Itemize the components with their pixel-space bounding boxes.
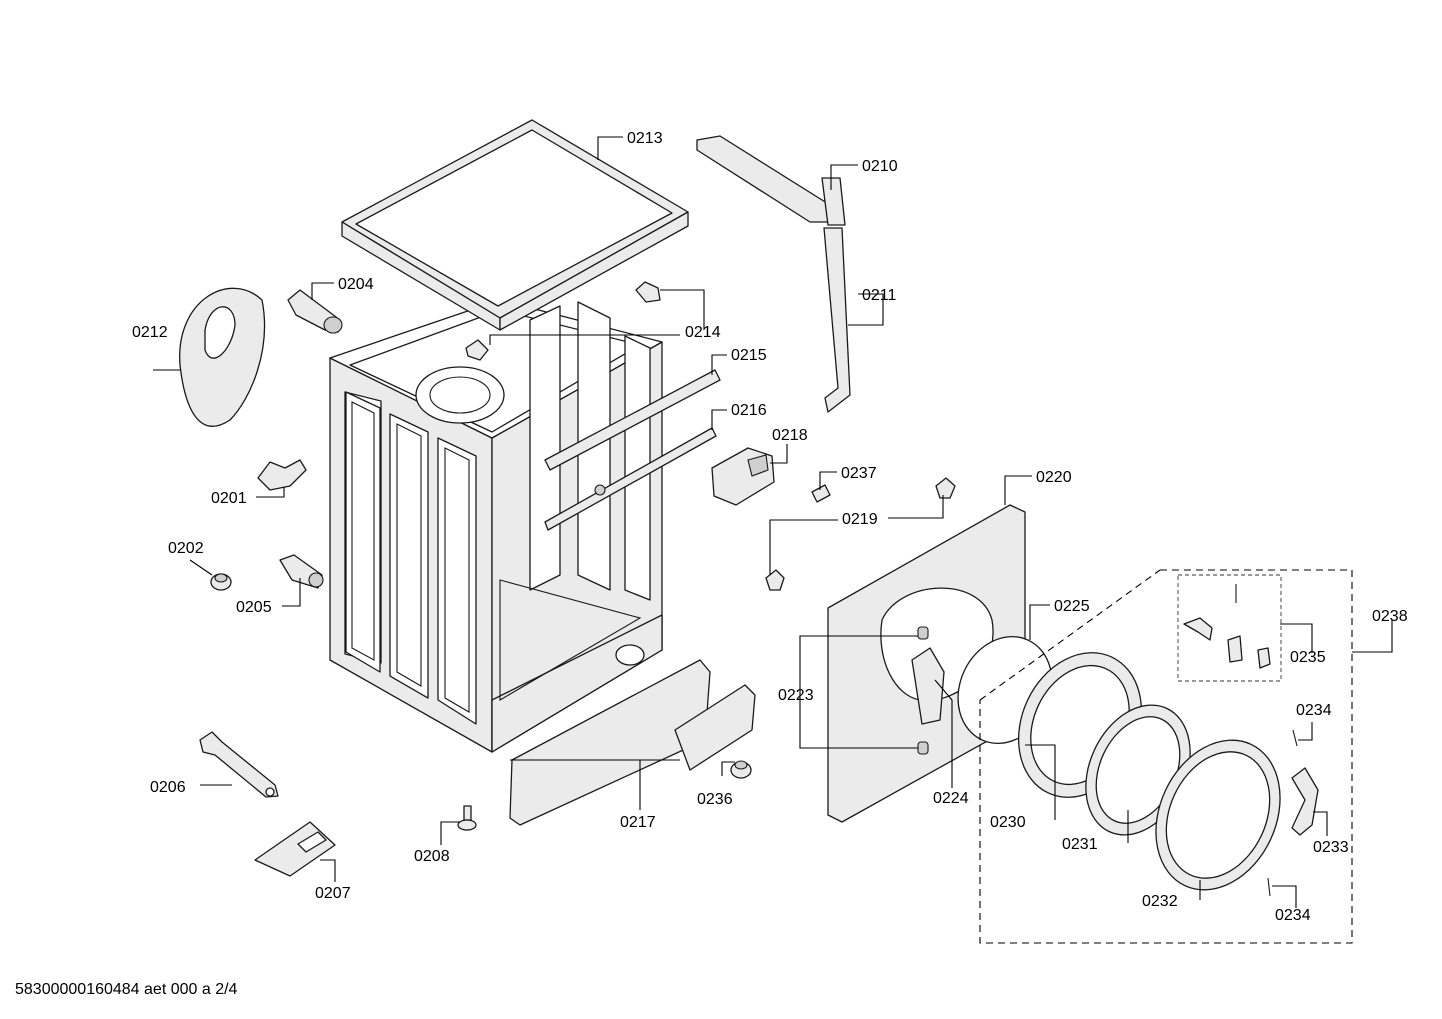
wrench-0206 (199, 731, 279, 798)
label-0230: 0230 (990, 814, 1026, 831)
label-0202: 0202 (168, 540, 204, 557)
label-0225: 0225 (1054, 598, 1090, 615)
label-0223: 0223 (778, 687, 814, 704)
spring-0204 (287, 289, 343, 334)
clip-0201 (257, 459, 307, 491)
label-0201: 0201 (211, 490, 247, 507)
clip-0214 (465, 281, 661, 361)
label-0238: 0238 (1372, 608, 1408, 625)
label-0217: 0217 (620, 814, 656, 831)
label-0234-lower: 0234 (1275, 907, 1311, 924)
label-0224: 0224 (933, 790, 969, 807)
label-0213: 0213 (627, 130, 663, 147)
pins-0234 (1267, 729, 1298, 897)
label-0207: 0207 (315, 885, 351, 902)
front-panel-0220 (827, 504, 1026, 823)
label-0208: 0208 (414, 848, 450, 865)
foot-0202 (210, 573, 232, 591)
label-0232: 0232 (1142, 893, 1178, 910)
label-0233: 0233 (1313, 839, 1349, 856)
label-0212: 0212 (132, 324, 168, 341)
label-0210: 0210 (862, 158, 898, 175)
group-box-0238 (979, 569, 1353, 944)
label-0236: 0236 (697, 791, 733, 808)
clip-0237 (811, 484, 831, 503)
plate-0207 (254, 821, 336, 877)
group-box-0235 (1177, 574, 1282, 682)
screw-0208 (457, 805, 477, 831)
handle-0233 (1291, 767, 1319, 836)
door-lock-0218 (711, 447, 775, 506)
leader-lines (153, 136, 1393, 908)
label-0220: 0220 (1036, 469, 1072, 486)
label-0218: 0218 (772, 427, 808, 444)
label-0237: 0237 (841, 465, 877, 482)
label-0214: 0214 (685, 324, 721, 341)
label-0231: 0231 (1062, 836, 1098, 853)
top-cover-0213 (341, 119, 689, 331)
label-0216: 0216 (731, 402, 767, 419)
damper-0205 (279, 554, 324, 589)
label-0215: 0215 (731, 347, 767, 364)
label-0211: 0211 (862, 287, 897, 304)
part-labels: 0213 0210 0204 0211 0212 0214 0215 0216 … (132, 130, 1408, 924)
hinge-kit-0235 (1183, 584, 1271, 669)
label-0206: 0206 (150, 779, 186, 796)
label-0219: 0219 (842, 511, 878, 528)
document-number: 58300000160484 aet 000 a 2/4 (15, 981, 238, 998)
label-0234-upper: 0234 (1296, 702, 1332, 719)
label-0204: 0204 (338, 276, 374, 293)
foot-0236 (730, 760, 752, 779)
door-ring-0232 (1155, 739, 1281, 891)
label-0205: 0205 (236, 599, 272, 616)
frame-rail-0210-0211 (696, 135, 851, 413)
rear-cover-0212 (179, 287, 266, 427)
label-0235: 0235 (1290, 649, 1326, 666)
traverse-bars-0215-0216 (544, 369, 721, 531)
cabinet-housing (329, 299, 663, 753)
base-panel-0217 (509, 659, 756, 826)
